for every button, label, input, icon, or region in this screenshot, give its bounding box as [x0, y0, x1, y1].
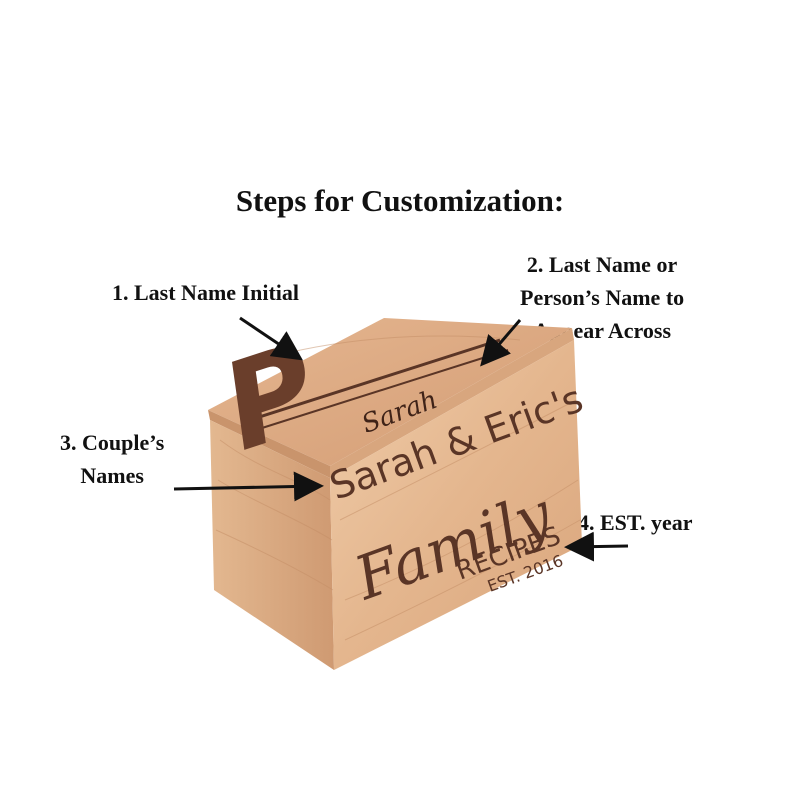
box-front-face: [330, 340, 582, 670]
callout-couples-names: 3. Couple’s Names: [60, 426, 164, 492]
arrow-step3: [173, 471, 324, 502]
arrow-step2: [480, 319, 522, 367]
page-title: Steps for Customization:: [235, 183, 565, 218]
box-lid-edge-front: [330, 328, 574, 478]
callout-est-year: 4. EST. year: [578, 506, 692, 539]
arrow-step4: [564, 531, 629, 562]
callout-text: 1. Last Name Initial: [112, 280, 299, 305]
arrow-step1: [239, 316, 303, 361]
box-lid-edge: [208, 410, 330, 478]
callout-last-name-initial: 1. Last Name Initial: [112, 276, 299, 309]
arrows: [173, 316, 629, 562]
callout-text: 2. Last Name or: [526, 252, 678, 277]
callout-text: Names: [80, 463, 144, 488]
callout-text: 4. EST. year: [578, 510, 693, 535]
callout-text: Person’s Name to: [520, 285, 685, 310]
callout-text: 3. Couple’s: [60, 430, 165, 455]
